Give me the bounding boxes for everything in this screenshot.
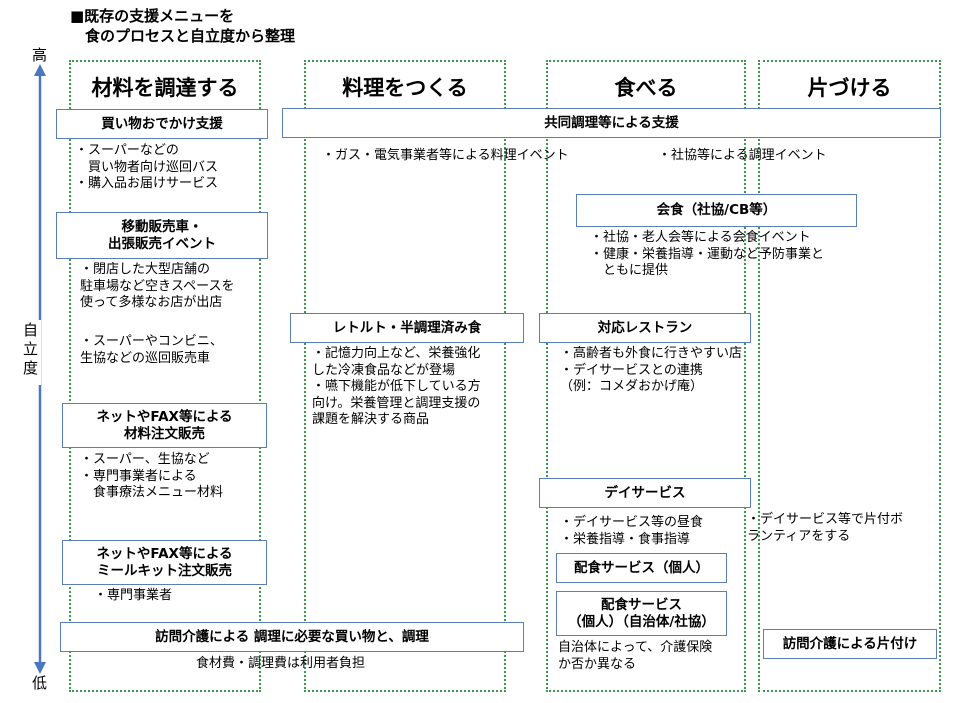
box-restaurant: 対応レストラン bbox=[539, 313, 751, 343]
box-day-service: デイサービス bbox=[539, 478, 751, 508]
box-joint-cooking: 共同調理等による支援 bbox=[282, 108, 941, 138]
note-delivery-public: 自治体によって、介護保険 か否か異なる bbox=[558, 640, 713, 672]
note-restaurant: ・高齢者も外食に行きやすい店 ・デイサービスとの連携 （例：コメダおかげ庵） bbox=[560, 346, 743, 394]
note-net-fax-ingredients: ・スーパー、生協など ・専門事業者による 食事療法メニュー材料 bbox=[80, 452, 224, 500]
axis-high-label: 高 bbox=[32, 46, 48, 64]
axis-low-label: 低 bbox=[32, 674, 48, 692]
column-heading-cleanup: 片づける bbox=[807, 76, 892, 100]
column-heading-procure: 材料を調達する bbox=[91, 76, 239, 100]
note-shopping-outing: ・スーパーなどの 買い物者向け巡回バス ・購入品お届けサービス bbox=[75, 143, 219, 191]
page-title: ■既存の支援メニューを 食のプロセスと自立度から整理 bbox=[70, 7, 296, 45]
box-net-fax-ingredients: ネットやFAX等による 材料注文販売 bbox=[62, 403, 267, 448]
column-cleanup bbox=[758, 60, 941, 692]
column-heading-cook: 料理をつくる bbox=[342, 76, 468, 100]
box-net-fax-mealkit: ネットやFAX等による ミールキット注文販売 bbox=[62, 540, 267, 585]
note-mobile-sales-1: ・閉店した大型店舗の 駐車場など空きスペースを 使って多様なお店が出店 bbox=[80, 262, 235, 310]
box-home-care-cleanup: 訪問介護による片付け bbox=[763, 629, 937, 659]
column-procure bbox=[69, 60, 261, 692]
note-net-fax-mealkit: ・専門事業者 bbox=[94, 588, 173, 603]
column-eat bbox=[546, 60, 746, 692]
note-day-service-eat: ・デイサービス等の昼食 ・栄養指導・食事指導 bbox=[560, 515, 704, 547]
box-group-meal: 会食（社協/CB等） bbox=[576, 194, 857, 227]
axis-label: 自立度 bbox=[20, 320, 41, 385]
note-day-service-cleanup: ・デイサービス等で片付ボ ランティアをする bbox=[747, 512, 904, 544]
box-mobile-sales: 移動販売車・ 出張販売イベント bbox=[56, 212, 268, 259]
note-group-meal: ・社協・老人会等による会食イベント ・健康・栄養指導・運動など予防事業と ともに… bbox=[590, 230, 825, 278]
note-social-event: ・社協等による調理イベント bbox=[658, 148, 827, 163]
box-shopping-outing: 買い物おでかけ支援 bbox=[56, 109, 268, 139]
box-delivery-private: 配食サービス（個人） bbox=[556, 553, 727, 583]
note-gas-event: ・ガス・電気事業者等による料理イベント bbox=[322, 148, 569, 163]
note-home-care-cost: 食材費・調理費は利用者負担 bbox=[196, 656, 366, 671]
box-home-care-shopping: 訪問介護による 調理に必要な買い物と、調理 bbox=[60, 622, 524, 652]
column-cook bbox=[304, 60, 506, 692]
column-heading-eat: 食べる bbox=[614, 76, 678, 100]
box-delivery-public: 配食サービス （個人）（自治体/社協） bbox=[556, 591, 727, 636]
note-mobile-sales-2: ・スーパーやコンビニ、 生協などの巡回販売車 bbox=[80, 334, 223, 366]
box-retort: レトルト・半調理済み食 bbox=[290, 313, 524, 343]
note-retort: ・記憶力向上など、栄養強化 した冷凍食品などが登場 ・嚥下機能が低下している方 … bbox=[312, 346, 481, 427]
